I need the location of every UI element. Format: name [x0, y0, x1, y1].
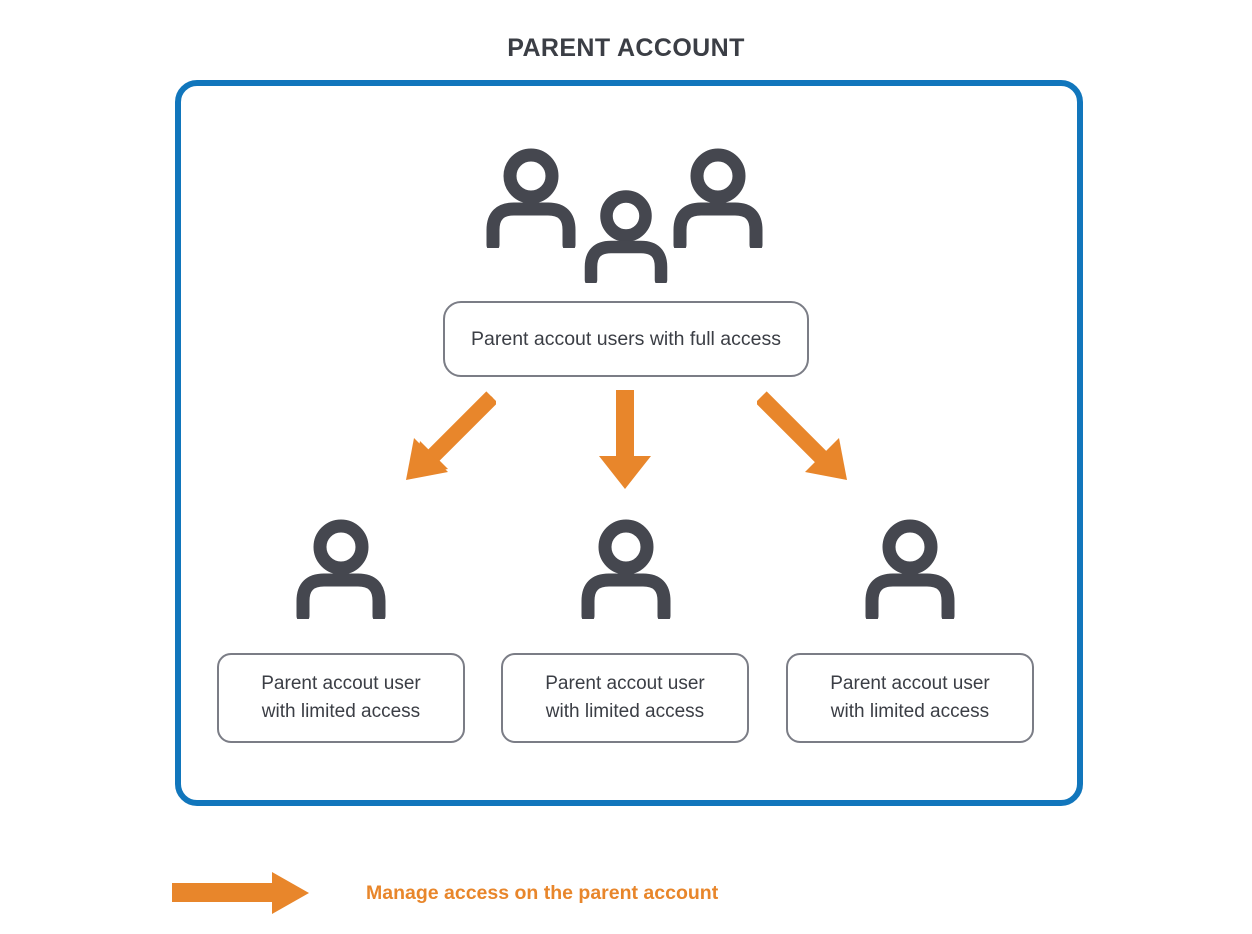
person-icon: [580, 519, 672, 619]
legend-label: Manage access on the parent account: [366, 881, 719, 904]
arrow-down-left-icon: [392, 390, 496, 486]
limited-access-label-line1: Parent accout user: [261, 673, 421, 695]
limited-access-label-line1: Parent accout user: [830, 673, 990, 695]
arrow-down-right-icon: [757, 390, 861, 486]
full-access-label-text: Parent accout users with full access: [471, 327, 781, 350]
person-icon: [295, 519, 387, 619]
page-title: PARENT ACCOUNT: [507, 34, 745, 62]
legend: Manage access on the parent account: [172, 872, 718, 914]
arrow-right-icon: [172, 872, 312, 914]
full-access-label-box: Parent accout users with full access: [443, 301, 809, 377]
limited-access-label-box: Parent accout user with limited access: [217, 653, 465, 743]
limited-access-label-line2: with limited access: [545, 701, 705, 722]
limited-access-label-line1: Parent accout user: [545, 673, 705, 695]
person-icon: [485, 148, 577, 248]
limited-access-label-line2: with limited access: [261, 701, 421, 722]
person-icon: [864, 519, 956, 619]
limited-access-label-box: Parent accout user with limited access: [501, 653, 749, 743]
arrow-down-icon: [595, 390, 655, 491]
limited-access-label-box: Parent accout user with limited access: [786, 653, 1034, 743]
limited-access-label-line2: with limited access: [830, 701, 990, 722]
person-icon: [672, 148, 764, 248]
person-icon: [583, 189, 669, 283]
